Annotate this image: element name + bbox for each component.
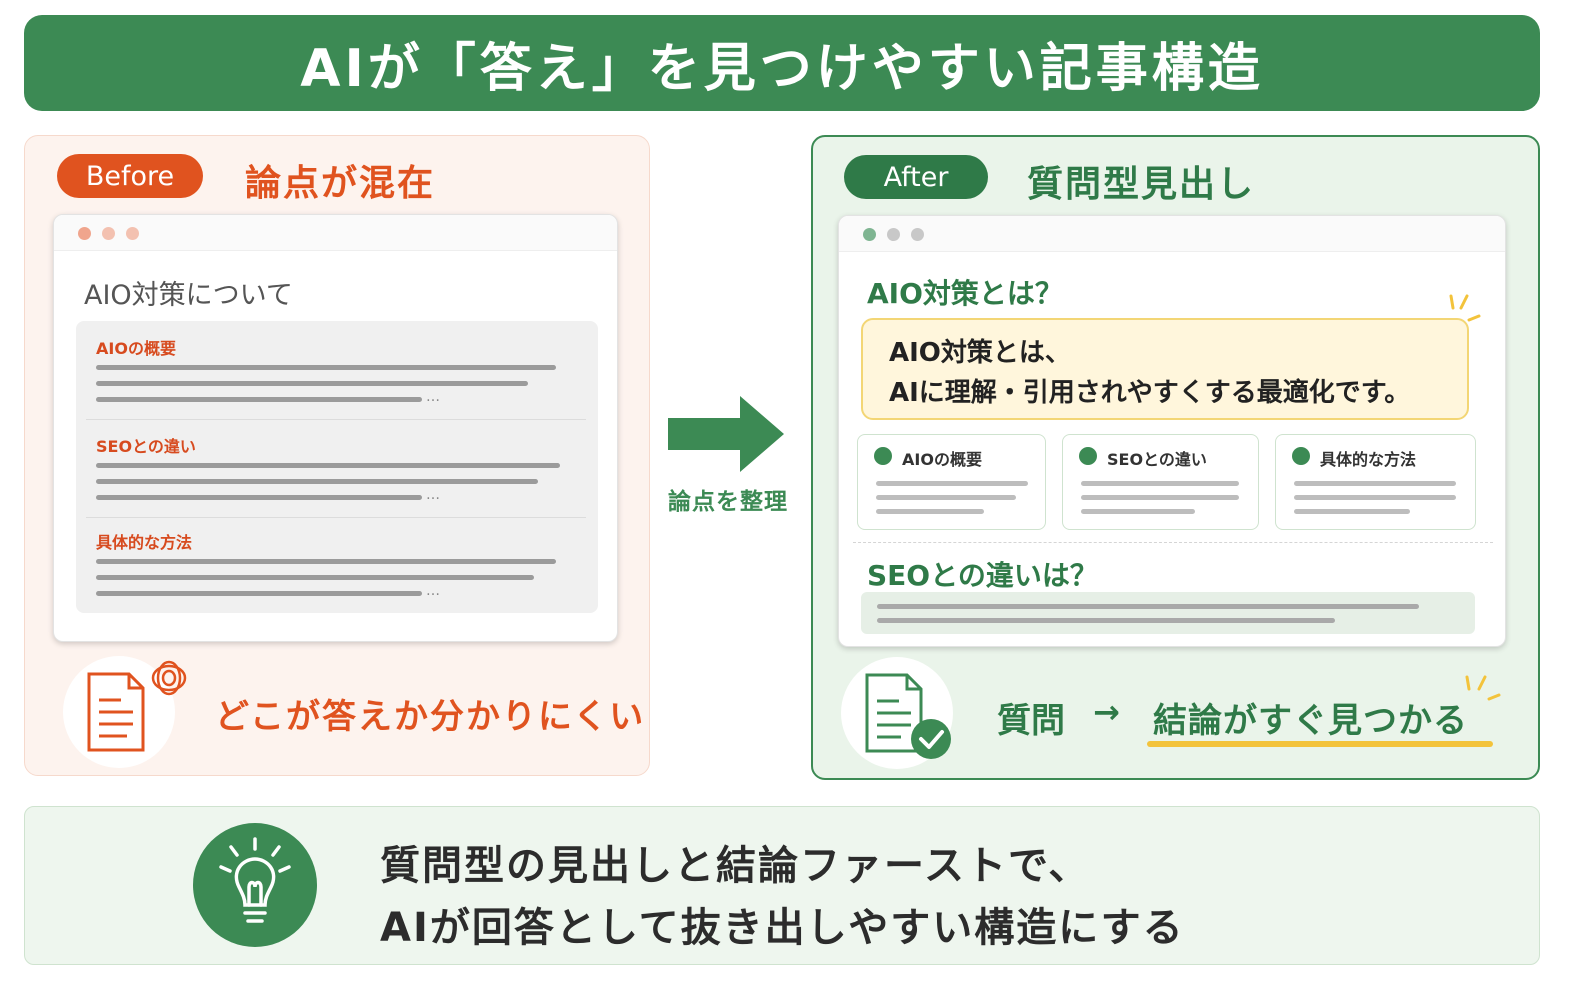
window-dot bbox=[863, 228, 876, 241]
text-line bbox=[96, 397, 422, 402]
page-title: AIが「答え」を見つけやすい記事構造 bbox=[300, 38, 1264, 99]
ellipsis: … bbox=[426, 487, 441, 503]
before-browser-window: AIO対策について AIOの概要 … SEOとの違い … 具体的な方法 … bbox=[53, 214, 618, 642]
window-bar bbox=[839, 216, 1505, 252]
bullet-dot bbox=[1292, 447, 1310, 465]
summary-footer: 質問型の見出しと結論ファーストで、 AIが回答として抜き出しやすい構造にする bbox=[24, 806, 1540, 965]
text-line bbox=[1294, 509, 1410, 514]
window-bar bbox=[54, 215, 617, 251]
caption-arrow: → bbox=[1093, 693, 1120, 731]
after-panel: After 質問型見出し AIO対策とは？ AIO対策とは、 AIに理解・引用さ… bbox=[811, 135, 1540, 780]
topic-card: SEOとの違い bbox=[1062, 434, 1259, 530]
sparkle-icon bbox=[1461, 673, 1505, 709]
answer-placeholder bbox=[861, 592, 1475, 634]
after-browser-window: AIO対策とは？ AIO対策とは、 AIに理解・引用されやすくする最適化です。 … bbox=[838, 215, 1506, 647]
summary-line-1: 質問型の見出しと結論ファーストで、 bbox=[380, 843, 1091, 889]
before-section-label: SEOとの違い bbox=[96, 437, 196, 456]
answer-line-1: AIO対策とは、 bbox=[889, 338, 1071, 368]
before-section-label: 具体的な方法 bbox=[96, 533, 193, 552]
window-dot bbox=[887, 228, 900, 241]
bullet-dot bbox=[874, 447, 892, 465]
caption-underline bbox=[1147, 741, 1493, 747]
topic-card: AIOの概要 bbox=[857, 434, 1046, 530]
before-caption: どこが答えか分かりにくい bbox=[215, 697, 646, 737]
text-line bbox=[1081, 495, 1239, 500]
text-line bbox=[96, 575, 534, 580]
caption-question: 質問 bbox=[997, 701, 1065, 741]
window-dot bbox=[102, 227, 115, 240]
before-panel: Before 論点が混在 AIO対策について AIOの概要 … SEOとの違い … bbox=[24, 135, 650, 776]
divider bbox=[853, 542, 1493, 543]
arrow-label: 論点を整理 bbox=[668, 489, 788, 515]
window-dot bbox=[78, 227, 91, 240]
text-line bbox=[877, 618, 1335, 623]
text-line bbox=[96, 381, 528, 386]
question-heading-1: AIO対策とは？ bbox=[867, 277, 1063, 310]
text-line bbox=[1294, 495, 1456, 500]
before-article-title: AIO対策について bbox=[84, 280, 293, 311]
text-line bbox=[96, 559, 556, 564]
summary-line-2: AIが回答として抜き出しやすい構造にする bbox=[380, 905, 1185, 951]
confused-document-icon bbox=[61, 652, 201, 770]
sparkle-icon bbox=[1445, 292, 1485, 326]
ellipsis: … bbox=[426, 389, 441, 405]
before-heading: 論点が混在 bbox=[245, 163, 436, 204]
text-line bbox=[876, 495, 1016, 500]
after-heading: 質問型見出し bbox=[1027, 164, 1256, 205]
before-section-label: AIOの概要 bbox=[96, 339, 176, 358]
question-heading-2: SEOとの違いは？ bbox=[867, 559, 1098, 592]
text-line bbox=[96, 479, 538, 484]
right-arrow-icon bbox=[668, 396, 786, 472]
bullet-dot bbox=[1079, 447, 1097, 465]
answer-box: AIO対策とは、 AIに理解・引用されやすくする最適化です。 bbox=[861, 318, 1469, 420]
window-dot bbox=[126, 227, 139, 240]
text-line bbox=[876, 509, 984, 514]
window-dot bbox=[911, 228, 924, 241]
lightbulb-icon bbox=[191, 821, 319, 949]
after-tag: After bbox=[844, 155, 988, 199]
title-banner: AIが「答え」を見つけやすい記事構造 bbox=[24, 15, 1540, 111]
divider bbox=[86, 517, 586, 518]
topic-card: 具体的な方法 bbox=[1275, 434, 1476, 530]
divider bbox=[86, 419, 586, 420]
text-line bbox=[96, 463, 560, 468]
text-line bbox=[96, 495, 422, 500]
text-line bbox=[876, 481, 1028, 486]
ellipsis: … bbox=[426, 583, 441, 599]
text-line bbox=[877, 604, 1419, 609]
text-line bbox=[1081, 481, 1239, 486]
text-line bbox=[96, 591, 422, 596]
text-line bbox=[1294, 481, 1456, 486]
before-content-block: AIOの概要 … SEOとの違い … 具体的な方法 … bbox=[76, 321, 598, 613]
caption-answer: 結論がすぐ見つかる bbox=[1153, 701, 1468, 741]
answer-line-2: AIに理解・引用されやすくする最適化です。 bbox=[889, 378, 1411, 408]
text-line bbox=[1081, 509, 1195, 514]
before-tag: Before bbox=[57, 154, 203, 198]
text-line bbox=[96, 365, 556, 370]
checked-document-icon bbox=[839, 653, 957, 771]
